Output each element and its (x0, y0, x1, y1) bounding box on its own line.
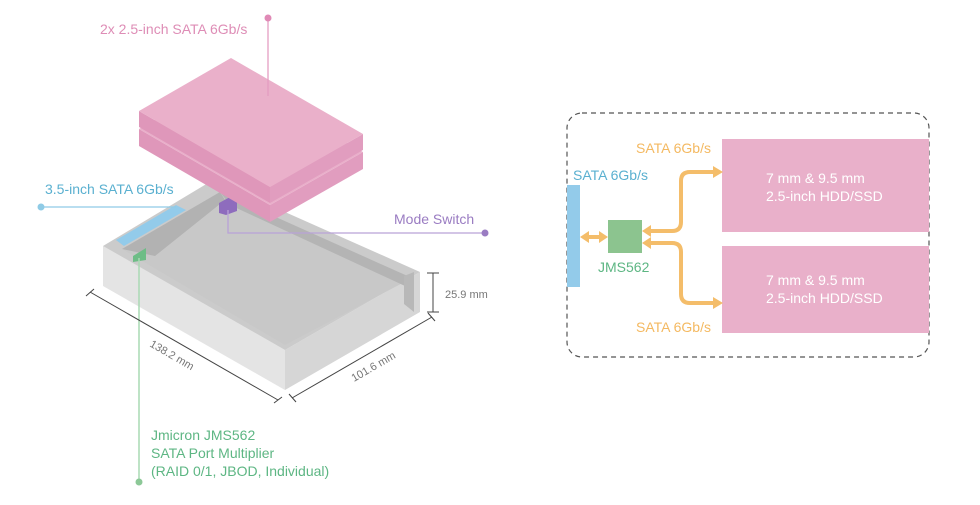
block-diagram: SATA 6Gb/s SATA 6Gb/s SATA 6Gb/s JMS562 … (566, 112, 930, 358)
drive-box-2 (722, 246, 929, 333)
upper-drive-left-side (139, 111, 270, 203)
dimension-length (85, 288, 283, 404)
enclosure-illustration: 2x 2.5-inch SATA 6Gb/s 3.5-inch SATA 6Gb… (37, 14, 489, 486)
bay-label: 3.5-inch SATA 6Gb/s (45, 181, 174, 197)
tray-right-side (285, 272, 420, 390)
host-connector-bar (567, 185, 580, 287)
arrowhead-drive1 (713, 166, 723, 178)
chip-label-line-2: SATA Port Multiplier (151, 445, 275, 461)
arrowhead-drive2 (713, 297, 723, 309)
upper-drive-right-side (270, 134, 363, 203)
drive-box-1 (722, 139, 929, 232)
dimension-height-label: 25.9 mm (445, 289, 488, 301)
drive-box-1-line-2: 2.5-inch HDD/SSD (766, 188, 883, 204)
arrowhead-chip-top (642, 225, 651, 237)
drive-box-2-line-2: 2.5-inch HDD/SSD (766, 290, 883, 306)
switch-callout-line (227, 210, 485, 234)
chip-callout-dot (135, 478, 143, 486)
top-link-label: SATA 6Gb/s (636, 140, 711, 156)
drive-box-1-line-1: 7 mm & 9.5 mm (766, 170, 865, 186)
switch-label: Mode Switch (394, 211, 474, 227)
tray-left-side (103, 246, 285, 390)
jms562-chip (608, 220, 642, 253)
dimension-width-label: 101.6 mm (350, 350, 398, 385)
arrowhead-host (580, 231, 589, 243)
drive-box-2-line-1: 7 mm & 9.5 mm (766, 272, 865, 288)
dimension-height (427, 272, 439, 313)
bottom-link-label: SATA 6Gb/s (636, 319, 711, 335)
chip-label: JMS562 (598, 259, 650, 275)
tray-inner-wall-left (122, 192, 225, 256)
drives-callout-dot (264, 14, 272, 22)
switch-callout-dot (481, 229, 489, 237)
chip-label-line-1: Jmicron JMS562 (151, 427, 255, 443)
tray-floor (122, 192, 412, 345)
drive-stack (139, 58, 363, 222)
upper-drive-top (139, 58, 363, 187)
arrowhead-chip-left (599, 231, 608, 243)
lower-drive-left-side (139, 129, 270, 222)
bay-callout-dot (37, 203, 45, 211)
mode-switch-marker (219, 197, 237, 215)
arrow-heads (580, 166, 723, 309)
chip-drive1-link (646, 170, 718, 233)
tray-inner-wall-right-face (404, 272, 414, 312)
chip-drive2-link (646, 241, 718, 305)
dimension-length-label: 138.2 mm (148, 338, 196, 373)
host-link-label: SATA 6Gb/s (573, 167, 648, 183)
chip-marker (133, 248, 146, 262)
bay-connector-strip (116, 205, 186, 246)
chip-label-line-3: (RAID 0/1, JBOD, Individual) (151, 463, 329, 479)
dimension-width (288, 312, 436, 403)
arrowhead-chip-bottom (642, 237, 651, 249)
drives-label: 2x 2.5-inch SATA 6Gb/s (100, 21, 247, 37)
lower-drive-right-side (270, 152, 363, 222)
